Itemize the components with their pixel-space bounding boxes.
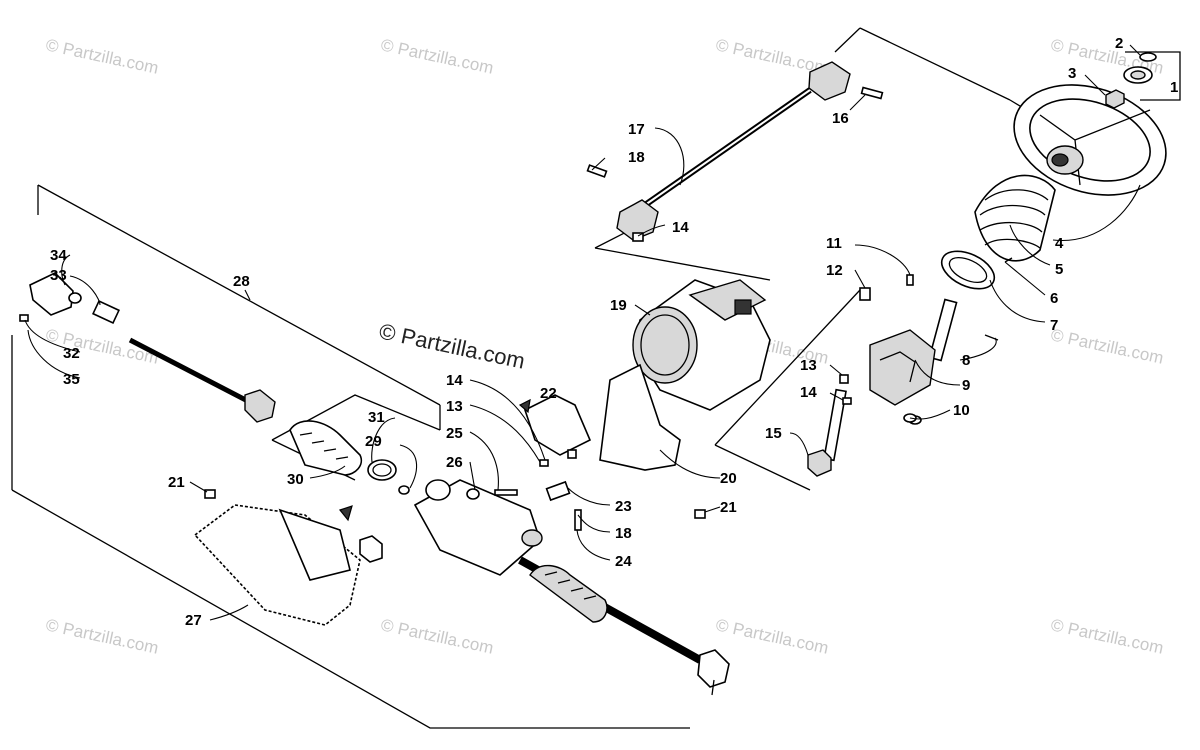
callout-3: 3 — [1068, 65, 1076, 82]
callout-31: 31 — [368, 409, 385, 426]
callout-10: 10 — [953, 402, 970, 419]
bracket-28-bottom — [11, 489, 690, 729]
watermark: © Partzilla.com — [714, 615, 830, 657]
callout-13: 13 — [800, 357, 817, 374]
callout-1: 1 — [1170, 79, 1178, 96]
callout-18: 18 — [628, 149, 645, 166]
eps-motor — [632, 279, 771, 411]
bracket-17-bottom — [594, 247, 771, 281]
callout-26: 26 — [446, 454, 463, 471]
callout-28: 28 — [233, 273, 250, 290]
callout-19: 19 — [610, 297, 627, 314]
bracket-28-top — [37, 184, 441, 406]
callout-16: 16 — [832, 110, 849, 127]
direction-arrow — [518, 398, 531, 414]
bracket-1 — [1125, 51, 1181, 101]
callout-14: 14 — [672, 219, 689, 236]
callout-33: 33 — [50, 267, 67, 284]
callout-24: 24 — [615, 553, 632, 570]
watermark: © Partzilla.com — [1049, 615, 1165, 657]
callout-17: 17 — [628, 121, 645, 138]
bracket-col-bottom — [714, 444, 811, 491]
watermark: © Partzilla.com — [379, 35, 495, 77]
callout-4: 4 — [1055, 235, 1064, 252]
callout-25: 25 — [446, 425, 463, 442]
callout-21: 21 — [720, 499, 737, 516]
mounting-brackets — [193, 363, 681, 626]
bracket-17-top — [859, 27, 1011, 101]
callout-14: 14 — [800, 384, 817, 401]
callout-21: 21 — [168, 474, 185, 491]
callout-11: 11 — [826, 235, 842, 252]
callout-20: 20 — [720, 470, 737, 487]
callout-23: 23 — [615, 498, 632, 515]
callout-8: 8 — [962, 352, 970, 369]
callout-14: 14 — [446, 372, 463, 389]
fasteners — [204, 232, 917, 531]
callout-34: 34 — [50, 247, 67, 264]
callout-9: 9 — [962, 377, 970, 394]
callout-22: 22 — [540, 385, 557, 402]
watermark: © Partzilla.com — [44, 35, 160, 77]
callout-12: 12 — [826, 262, 843, 279]
tie-rod-left — [128, 337, 410, 495]
callout-35: 35 — [63, 371, 80, 388]
column-boot — [940, 174, 1056, 290]
intermediate-shaft — [586, 61, 884, 241]
steering-wheel — [1013, 84, 1167, 196]
callout-32: 32 — [63, 345, 80, 362]
callout-2: 2 — [1115, 35, 1123, 52]
steering-column — [807, 298, 999, 477]
watermark: © Partzilla.com — [1049, 325, 1165, 367]
tie-rod-end — [19, 272, 383, 563]
center-cap — [1105, 52, 1157, 109]
callout-6: 6 — [1050, 290, 1058, 307]
callout-numbers: 1 2 3 4 5 6 7 8 9 10 11 12 13 14 15 16 1… — [50, 35, 1178, 629]
watermark-main: © Partzilla.com — [377, 318, 527, 373]
direction-arrow — [338, 505, 353, 522]
bracket-17-edge — [834, 27, 861, 53]
callout-29: 29 — [365, 433, 382, 450]
callout-18: 18 — [615, 525, 632, 542]
callout-15: 15 — [765, 425, 782, 442]
steering-rack — [413, 479, 730, 696]
watermark-layer: © Partzilla.com © Partzilla.com © Partzi… — [44, 35, 1165, 657]
callout-7: 7 — [1050, 317, 1058, 334]
callout-13: 13 — [446, 398, 463, 415]
watermark: © Partzilla.com — [44, 615, 160, 657]
callout-30: 30 — [287, 471, 304, 488]
leader-lines — [24, 44, 1141, 621]
bracket-col-left — [714, 289, 861, 446]
callout-27: 27 — [185, 612, 202, 629]
watermark: © Partzilla.com — [379, 615, 495, 657]
callout-5: 5 — [1055, 261, 1063, 278]
